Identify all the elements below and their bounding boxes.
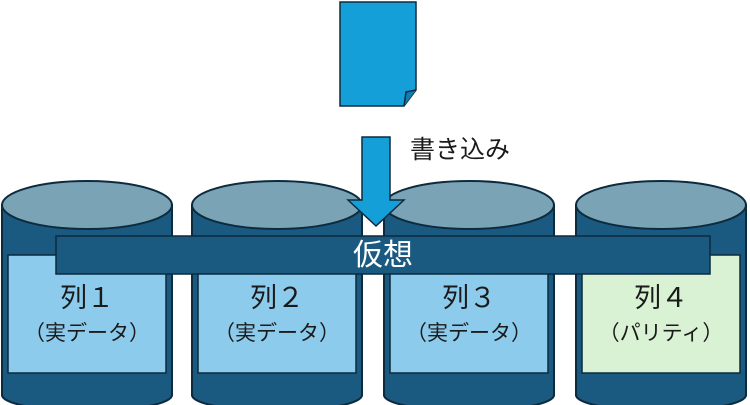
virtual-label: 仮想 (353, 238, 413, 273)
column-3: 列３ （実データ） (383, 180, 555, 405)
column-2: 列２ （実データ） (191, 180, 363, 405)
document-fold (403, 89, 417, 107)
write-label: 書き込み (410, 135, 510, 164)
virtual-bar (55, 235, 711, 275)
column-name: 列１ (60, 283, 114, 314)
column-role: （パリティ） (599, 321, 724, 345)
write-arrow-icon (346, 136, 406, 228)
column-1: 列１ （実データ） (1, 180, 173, 405)
document-icon (339, 1, 417, 107)
column-cylinder-top (1, 180, 173, 230)
column-name: 列４ (634, 283, 688, 314)
column-role: （実データ） (406, 321, 532, 345)
column-cylinder-top (383, 180, 555, 230)
column-role: （実データ） (24, 321, 150, 345)
column-4: 列４ （パリティ） (575, 180, 747, 405)
column-name: 列３ (442, 283, 496, 314)
column-cylinder-top (191, 180, 363, 230)
column-name: 列２ (250, 283, 304, 314)
column-cylinder-top (575, 180, 747, 230)
column-role: （実データ） (214, 321, 340, 345)
